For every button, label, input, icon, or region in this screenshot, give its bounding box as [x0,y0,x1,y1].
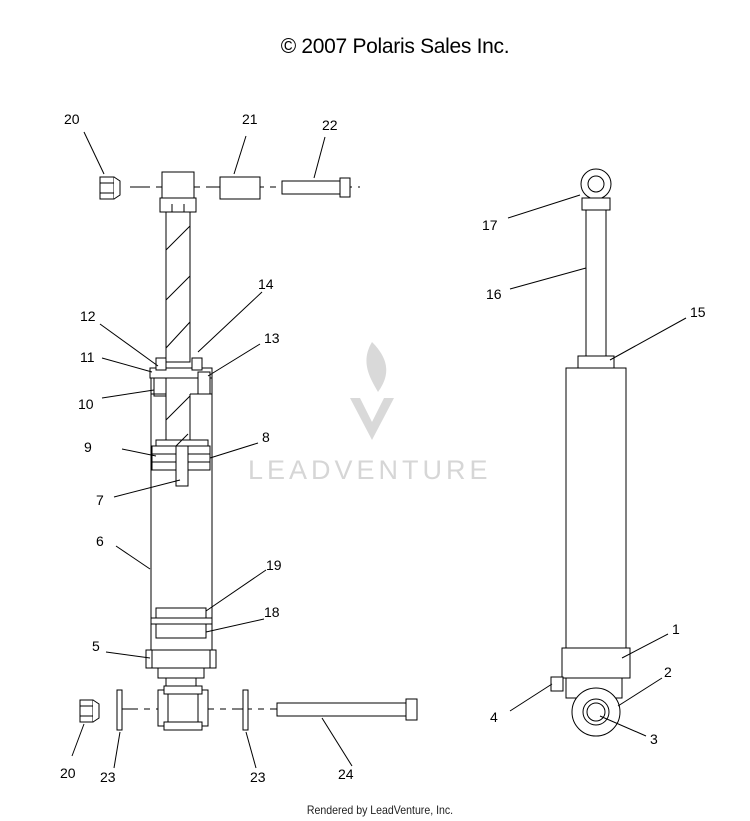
floating-piston [151,607,212,639]
callout-19: 19 [266,557,282,573]
callout-23-right: 23 [250,769,266,785]
body-cylinder-part-6 [150,378,213,650]
bolt-top-part-22 [281,177,351,198]
callout-12: 12 [80,308,96,324]
leadventure-watermark: LEADVENTURE [248,342,492,485]
assembled-shock [550,168,631,737]
callout-2: 2 [664,664,672,680]
callout-17: 17 [482,217,498,233]
watermark-flame-icon [366,342,387,392]
bottom-cap-part-5 [145,649,217,693]
assembled-valve-part-4 [550,676,564,692]
rendered-by-footer: Rendered by LeadVenture, Inc. [306,803,454,817]
callout-22: 22 [322,117,338,133]
piston-assembly [151,433,211,487]
washer-left-part-23 [116,689,123,731]
callout-10: 10 [78,396,94,412]
bottom-eye [157,685,209,731]
callout-13: 13 [264,330,280,346]
copyright-notice: © 2007 Polaris Sales Inc. [280,35,510,58]
watermark-text: LEADVENTURE [248,455,492,485]
callout-8: 8 [262,429,270,445]
callout-3: 3 [650,731,658,747]
bushing-part-21 [219,176,261,200]
callout-9: 9 [84,439,92,455]
callout-14: 14 [258,276,274,292]
assembled-shaft [585,209,607,361]
callout-20-top: 20 [64,111,80,127]
shaft [165,211,191,363]
washer-right-part-23 [242,689,249,731]
assembled-body [565,367,627,649]
nut-top-part-20 [99,176,121,200]
callout-21: 21 [242,111,258,127]
callout-11: 11 [80,349,95,365]
callout-6: 6 [96,533,104,549]
bolt-bottom-part-24 [276,698,418,721]
callout-15: 15 [690,304,706,320]
top-eye [159,171,197,216]
callout-18: 18 [264,604,280,620]
callout-23-left: 23 [100,769,116,785]
callout-4: 4 [490,709,498,725]
watermark-v-icon [350,398,394,440]
callout-16: 16 [486,286,502,302]
callout-5: 5 [92,638,100,654]
leader-lines [71,131,687,769]
callout-24: 24 [338,766,354,782]
callout-1: 1 [672,621,680,637]
nut-bottom-part-20 [79,699,100,723]
callout-labels: 20 21 22 14 12 13 11 10 8 9 7 6 19 18 5 … [60,111,706,785]
seal-head [149,357,213,397]
callout-7: 7 [96,492,104,508]
callout-20-bottom: 20 [60,765,76,781]
